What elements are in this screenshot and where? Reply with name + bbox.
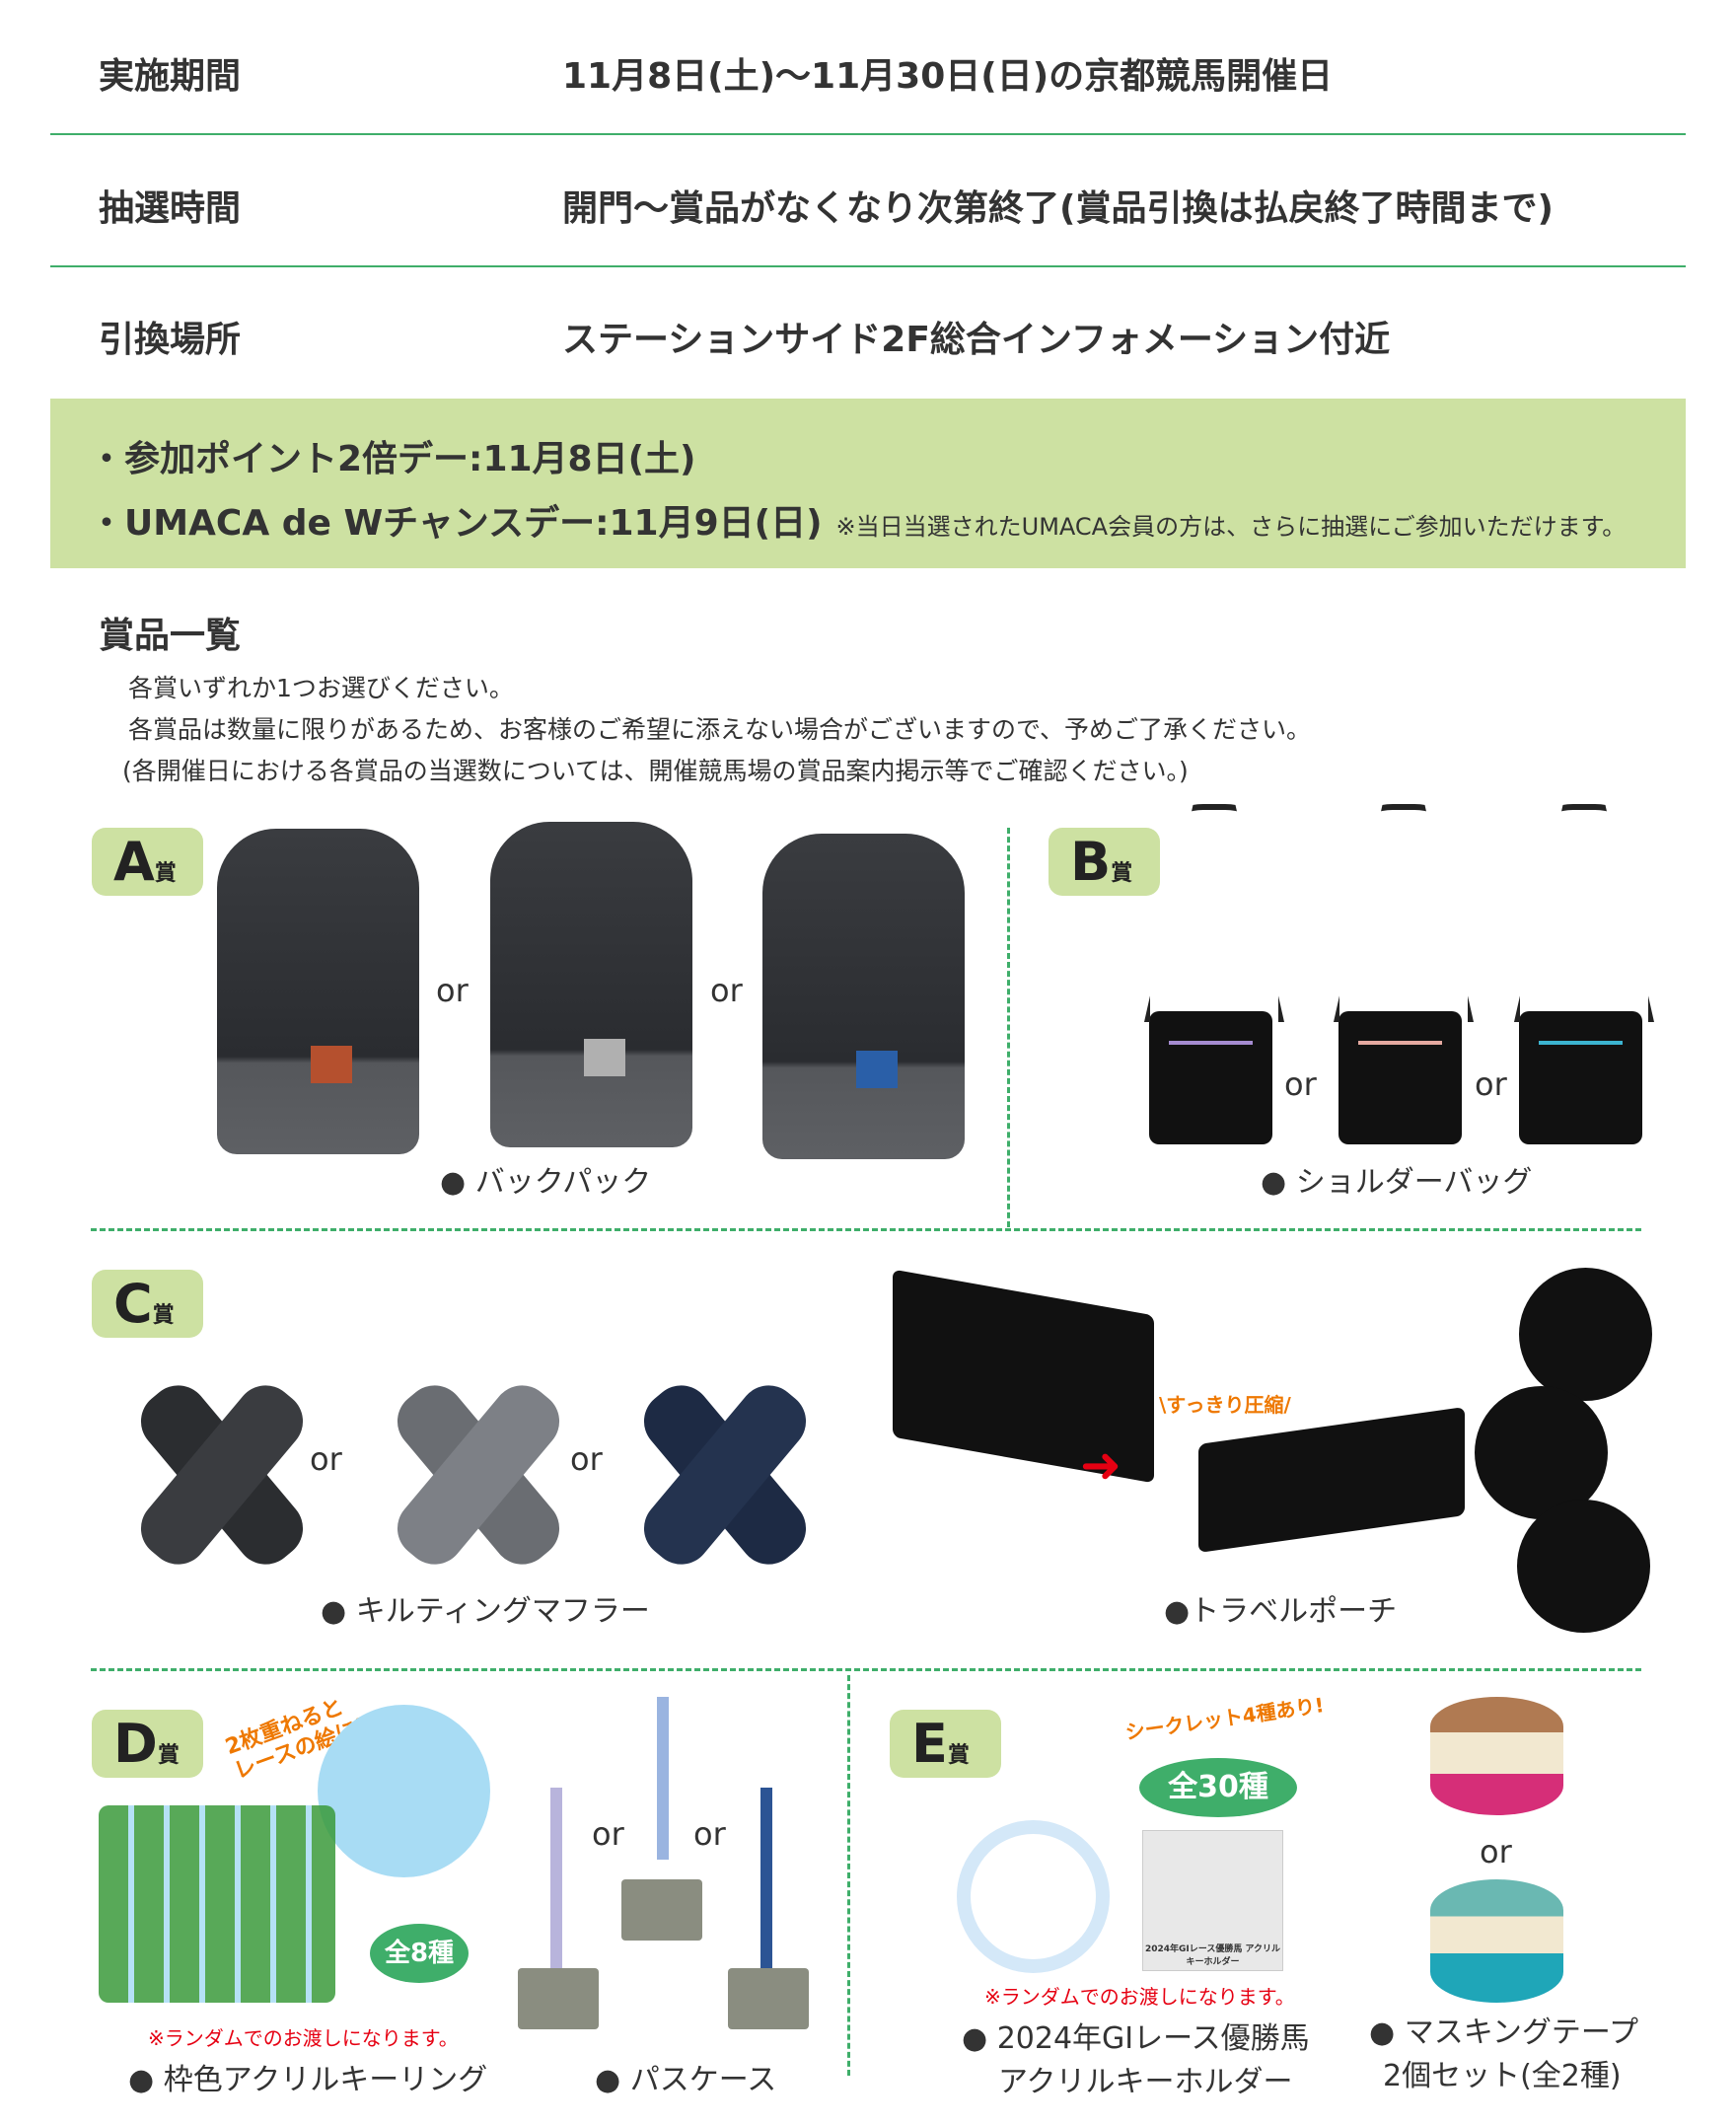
scarf-image-gray <box>385 1371 572 1576</box>
prize-d-count-badge: 全8種 <box>370 1924 469 1983</box>
travel-pouch-compressed-image <box>1198 1407 1465 1553</box>
prize-e-random-note: ※ランダムでのお渡しになります。 <box>984 1985 1295 2009</box>
pass-case-strap <box>550 1788 562 1975</box>
row-label-period: 実施期間 <box>99 56 242 97</box>
row-label-place: 引換場所 <box>99 320 242 360</box>
prize-e-count-badge: 全30種 <box>1139 1758 1297 1817</box>
keyrings-image <box>99 1805 335 2003</box>
pass-case-image-navy <box>728 1968 809 2029</box>
prize-d-caption-2: ● パスケース <box>595 2063 777 2097</box>
shoulder-bag-image-pink <box>1338 1011 1462 1144</box>
backpack-image-brown <box>217 829 419 1154</box>
prize-e-caption-line-2: アクリルキーホルダー <box>998 2065 1293 2099</box>
prize-d-badge: D賞 <box>92 1710 203 1778</box>
prizes-heading: 賞品一覧 <box>99 616 242 656</box>
or-label: or <box>1475 1065 1507 1103</box>
scarf-image-black <box>128 1371 316 1576</box>
note-1: 各賞いずれか1つお選びください。 <box>128 674 514 702</box>
shoulder-bag-image-purple <box>1149 1011 1272 1144</box>
row-value-place: ステーションサイド2F総合インフォメーション付近 <box>562 320 1391 360</box>
prize-e-secret-note: シークレット4種あり! <box>1123 1692 1326 1745</box>
pass-case-strap <box>760 1788 772 1975</box>
row-value-period: 11月8日(土)〜11月30日(日)の京都競馬開催日 <box>562 56 1334 97</box>
or-label: or <box>436 972 469 1009</box>
pouch-design-circle <box>1519 1268 1652 1401</box>
prize-e-caption-line-1: ● 2024年GIレース優勝馬 <box>962 2021 1310 2056</box>
or-label: or <box>1284 1065 1317 1103</box>
prize-a-badge: A賞 <box>92 828 203 896</box>
prize-d-caption: ● 枠色アクリルキーリング <box>128 2063 488 2097</box>
highlight-note: ※当日当選されたUMACA会員の方は、さらに抽選にご参加いただけます。 <box>835 513 1627 541</box>
pass-case-strap <box>657 1697 669 1860</box>
arrow-icon: ➜ <box>1080 1436 1121 1494</box>
prize-e-caption-3-line-2: 2個セット(全2種) <box>1383 2059 1622 2093</box>
secret-card-image: 2024年GIレース優勝馬 アクリルキーホルダー <box>1142 1830 1283 1971</box>
highlight-box <box>50 399 1686 568</box>
prize-c-caption: ● キルティングマフラー <box>321 1594 650 1629</box>
or-label: or <box>310 1440 342 1478</box>
masking-tape-image-pink <box>1430 1697 1563 1815</box>
secret-card-text: 2024年GIレース優勝馬 アクリルキーホルダー <box>1144 1944 1281 1967</box>
highlight-line-2-text: ・UMACA de Wチャンスデー:11月9日(日) <box>89 503 823 544</box>
acrylic-keyholder-image <box>957 1820 1110 1973</box>
backpack-image-gray <box>490 822 692 1147</box>
prize-b-badge: B賞 <box>1049 828 1160 896</box>
row-label-time: 抽選時間 <box>99 188 242 229</box>
shoulder-bag-image-cyan <box>1519 1011 1642 1144</box>
pass-case-image-lavender <box>518 1968 599 2029</box>
masking-tape-image-teal <box>1430 1879 1563 2003</box>
prize-c-caption-2: ●トラベルポーチ <box>1164 1594 1398 1629</box>
highlight-line-2: ・UMACA de Wチャンスデー:11月9日(日) ※当日当選されたUMACA会… <box>89 494 1626 546</box>
prize-e-caption-3-line-1: ● マスキングテープ <box>1369 2016 1639 2050</box>
note-2: 各賞品は数量に限りがあるため、お客様のご希望に添えない場合がございますので、予め… <box>128 715 1312 744</box>
pass-case-image-lightblue <box>621 1879 702 1941</box>
or-label: or <box>592 1815 624 1853</box>
highlight-line-1: ・参加ポイント2倍デー:11月8日(土) <box>89 439 696 479</box>
backpack-image-blue <box>762 834 965 1159</box>
prize-c-badge: C賞 <box>92 1270 203 1338</box>
divider <box>50 133 1686 135</box>
divider <box>91 1668 1641 1671</box>
divider <box>50 265 1686 267</box>
compress-label: \すっきり圧縮/ <box>1159 1393 1291 1417</box>
prize-b-caption: ● ショルダーバッグ <box>1261 1165 1533 1200</box>
pouch-design-circle <box>1517 1500 1650 1633</box>
keyring-closeup-image <box>318 1705 490 1877</box>
prize-d-random-note: ※ランダムでのお渡しになります。 <box>148 2026 459 2050</box>
divider <box>91 1228 1641 1231</box>
or-label: or <box>1480 1833 1512 1870</box>
pouch-design-circle <box>1475 1386 1608 1519</box>
note-3: (各開催日における各賞品の当選数については、開催競馬場の賞品案内掲示等でご確認く… <box>122 757 1189 785</box>
or-label: or <box>570 1440 603 1478</box>
row-value-time: 開門〜賞品がなくなり次第終了(賞品引換は払戻終了時間まで) <box>562 188 1554 229</box>
scarf-image-navy <box>631 1371 819 1576</box>
prize-a-caption: ● バックパック <box>440 1165 652 1200</box>
prize-e-badge: E賞 <box>890 1710 1001 1778</box>
divider <box>847 1675 850 2076</box>
or-label: or <box>710 972 743 1009</box>
divider <box>1007 828 1010 1227</box>
or-label: or <box>693 1815 726 1853</box>
